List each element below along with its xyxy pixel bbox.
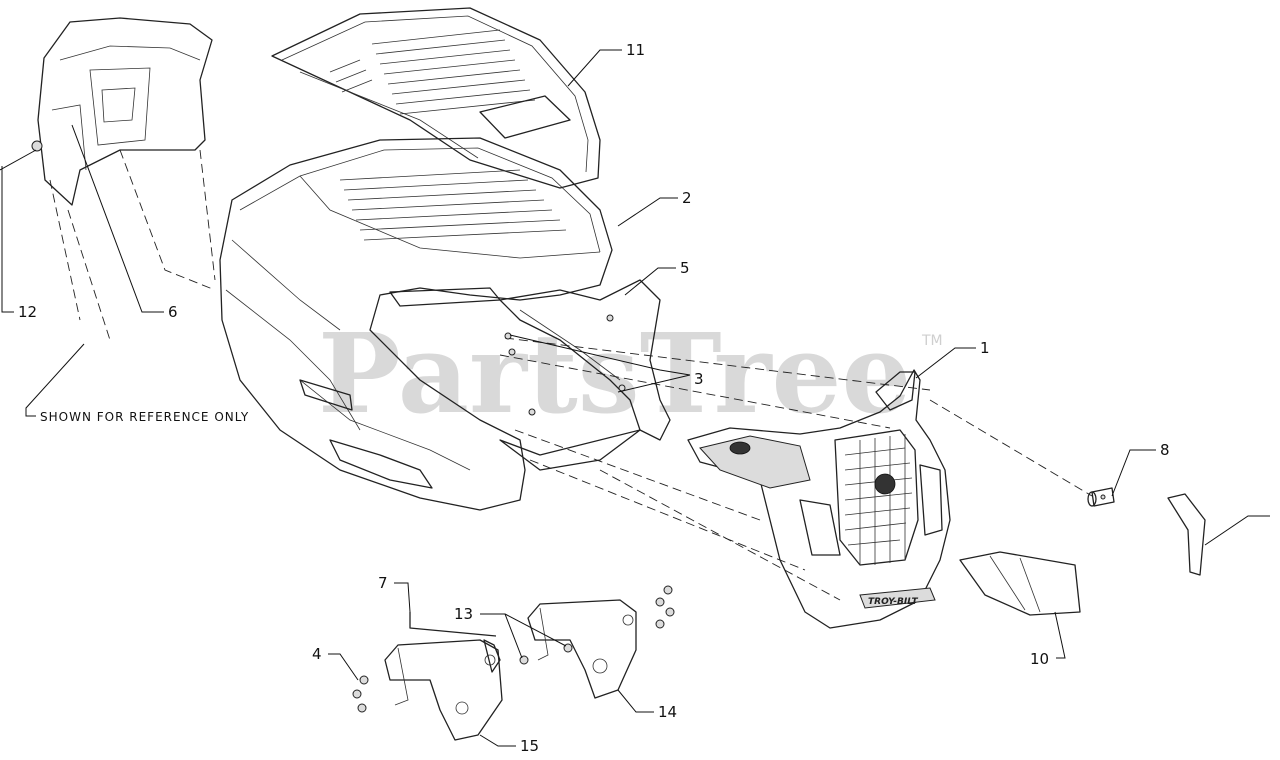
assembly-dashed-lines <box>499 337 1093 601</box>
part-6-dash-panel[interactable] <box>31 17 213 206</box>
callout-10: 10 <box>1030 650 1049 668</box>
callout-1: 1 <box>980 339 990 357</box>
part-14-right-bracket[interactable] <box>527 599 637 699</box>
part-5-hood-bracket[interactable] <box>499 279 671 471</box>
watermark: PartsTree TM <box>318 309 943 438</box>
callouts: 11 2 5 3 1 8 10 12 6 SHOWN FOR REFERENCE… <box>0 41 1270 755</box>
part-8-knob[interactable] <box>1087 487 1115 507</box>
part-10-lower-grille[interactable] <box>959 551 1081 616</box>
reference-note: SHOWN FOR REFERENCE ONLY <box>40 410 249 424</box>
callout-5: 5 <box>680 259 690 277</box>
callout-11: 11 <box>626 41 645 59</box>
watermark-text: PartsTree <box>318 309 912 438</box>
part-7-rod[interactable] <box>409 612 497 637</box>
callout-6: 6 <box>168 303 178 321</box>
callout-13: 13 <box>454 605 473 623</box>
part-2-hood[interactable] <box>219 137 613 511</box>
callout-2: 2 <box>682 189 692 207</box>
part-11-hood-cover[interactable] <box>271 7 601 189</box>
right-side-bracket[interactable] <box>1167 493 1206 576</box>
reference-dashed-lines <box>49 149 216 341</box>
part-1-grille-assembly[interactable]: TROY-BILT <box>687 369 951 629</box>
watermark-trademark: TM <box>921 333 943 349</box>
part-15-left-bracket[interactable] <box>384 639 503 741</box>
callout-15: 15 <box>520 737 539 755</box>
callout-12: 12 <box>18 303 37 321</box>
callout-4: 4 <box>312 645 322 663</box>
callout-8: 8 <box>1160 441 1170 459</box>
callout-14: 14 <box>658 703 677 721</box>
callout-7: 7 <box>378 574 388 592</box>
callout-3: 3 <box>694 370 704 388</box>
fasteners <box>352 314 1106 713</box>
brand-plate: TROY-BILT <box>868 597 918 607</box>
